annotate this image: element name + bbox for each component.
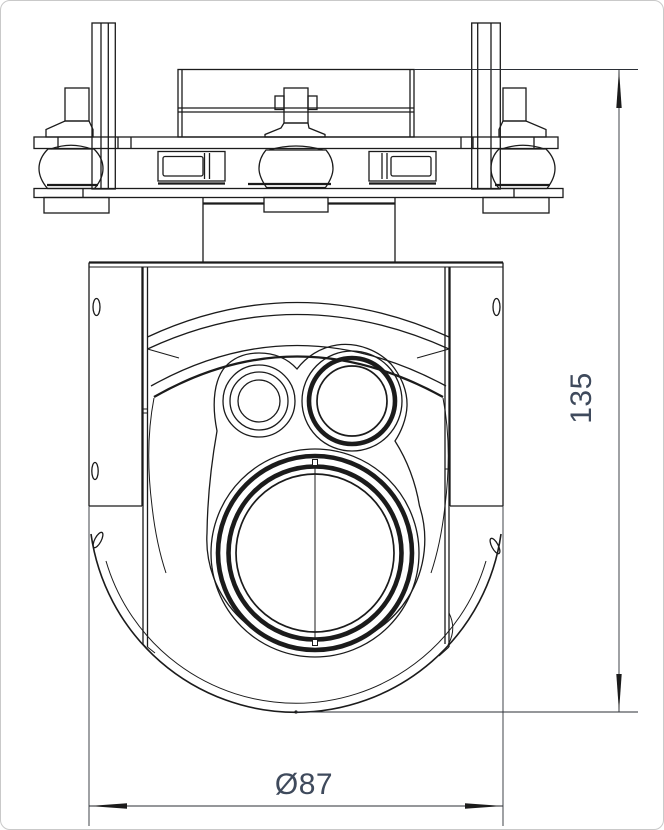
- left-post: [91, 22, 116, 190]
- top-enclosure-box: [177, 68, 415, 138]
- center-damper-ball: [258, 145, 334, 189]
- arrow-right: [465, 803, 503, 809]
- height-dimension-label: 135: [565, 372, 598, 424]
- damper-seat-pads: [47, 182, 550, 187]
- right-side-panel: [449, 262, 504, 555]
- gimbal-neck: [202, 197, 396, 262]
- screw-hole: [91, 461, 99, 481]
- left-connector-block: [157, 150, 226, 185]
- left-damper-ball: [38, 144, 104, 190]
- screw-hole: [489, 537, 501, 555]
- lens-medium: [301, 350, 403, 452]
- right-connector-block: [368, 150, 437, 185]
- lower-mount-plate: [33, 187, 564, 199]
- left-side-panel: [88, 262, 143, 549]
- lens-small: [222, 364, 296, 438]
- arrow-up: [616, 69, 622, 108]
- dimension-height-135: 135: [296, 69, 638, 713]
- gimbal-body: [88, 261, 504, 714]
- screw-hole: [492, 297, 501, 317]
- lens-large: [210, 448, 420, 658]
- arrow-left: [89, 803, 127, 809]
- lens-housing-outline: [206, 343, 426, 650]
- upper-mount-plate: [33, 136, 559, 150]
- plate-bottom-tabs: [43, 196, 550, 214]
- bottom-dome: [90, 533, 502, 714]
- left-mount-stud: [45, 87, 94, 138]
- arrow-down: [616, 674, 622, 712]
- right-mount-stud: [498, 87, 547, 138]
- dimension-diameter-87: Ø87: [88, 506, 504, 826]
- inner-walls: [142, 267, 454, 657]
- mount-plate-assembly: [33, 22, 564, 262]
- ball-top-arcs: [147, 301, 450, 574]
- screw-hole: [92, 297, 101, 317]
- diameter-dimension-label: Ø87: [275, 768, 333, 801]
- right-post: [471, 22, 501, 190]
